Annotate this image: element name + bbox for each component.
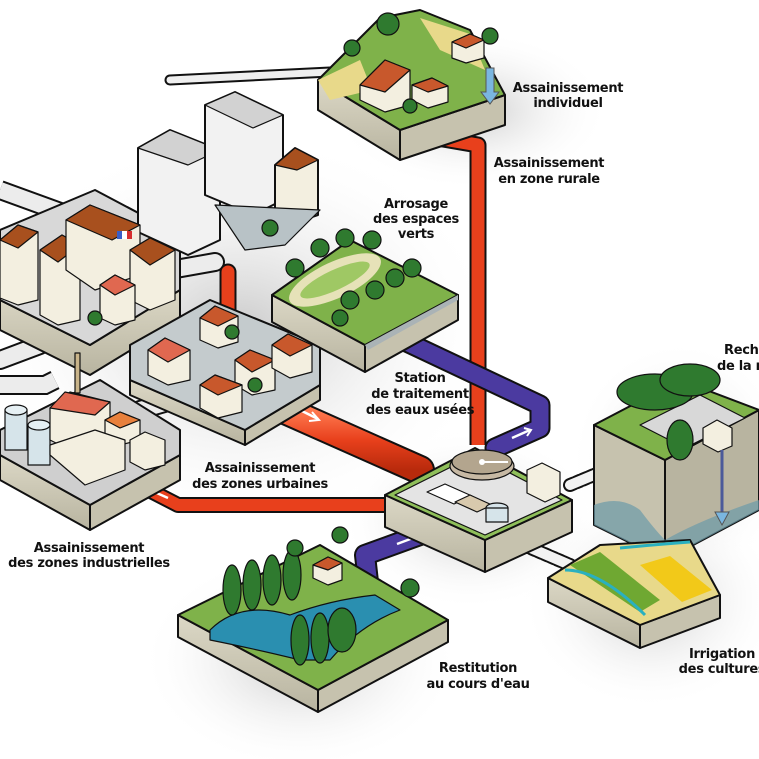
label-industrial-sanitation: Assainissement des zones industrielles xyxy=(8,541,171,571)
label-rural-sanitation: Assainissement en zone rurale xyxy=(494,156,605,187)
label-green-spaces: Arrosage des espaces verts xyxy=(373,197,460,242)
label-urban-sanitation: Assainissement des zones urbaines xyxy=(192,461,329,492)
label-line: de la n xyxy=(717,359,759,374)
label-line: Arrosage xyxy=(384,197,449,212)
label-line: Restitution xyxy=(439,661,517,676)
label-line: Assainissement xyxy=(513,81,623,96)
block-aquifer-recharge xyxy=(593,363,759,561)
block-green-spaces xyxy=(271,228,459,373)
label-line: Irrigation xyxy=(689,647,755,662)
block-crop-irrigation xyxy=(547,539,721,649)
label-line: des zones industrielles xyxy=(8,556,170,571)
label-line: des zones urbaines xyxy=(192,477,328,492)
block-individual-sanitation xyxy=(317,9,506,161)
label-line: individuel xyxy=(533,96,602,111)
block-treatment-station xyxy=(384,447,573,573)
block-urban-zone xyxy=(0,91,321,376)
label-crop-irrigation: Irrigation des cultures xyxy=(679,647,759,677)
label-line: des espaces xyxy=(373,212,460,227)
label-treatment-station: Station de traitement des eaux usées xyxy=(366,371,475,418)
label-line: en zone rurale xyxy=(498,172,600,187)
label-line: des eaux usées xyxy=(366,403,475,418)
block-industrial-zone xyxy=(0,352,181,531)
label-line: des cultures xyxy=(679,662,759,677)
label-river-return: Restitution au cours d'eau xyxy=(426,661,529,692)
label-aquifer-recharge: Recha de la n xyxy=(717,343,759,374)
block-river-return xyxy=(177,526,449,713)
label-line: verts xyxy=(398,227,435,242)
label-line: Assainissement xyxy=(205,461,315,476)
label-line: Assainissement xyxy=(494,156,604,171)
label-line: Recha xyxy=(724,343,759,358)
label-line: Assainissement xyxy=(34,541,144,556)
label-individual-sanitation: Assainissement individuel xyxy=(513,81,624,111)
label-line: au cours d'eau xyxy=(426,677,529,692)
label-line: Station xyxy=(394,371,445,386)
label-line: de traitement xyxy=(371,387,469,402)
